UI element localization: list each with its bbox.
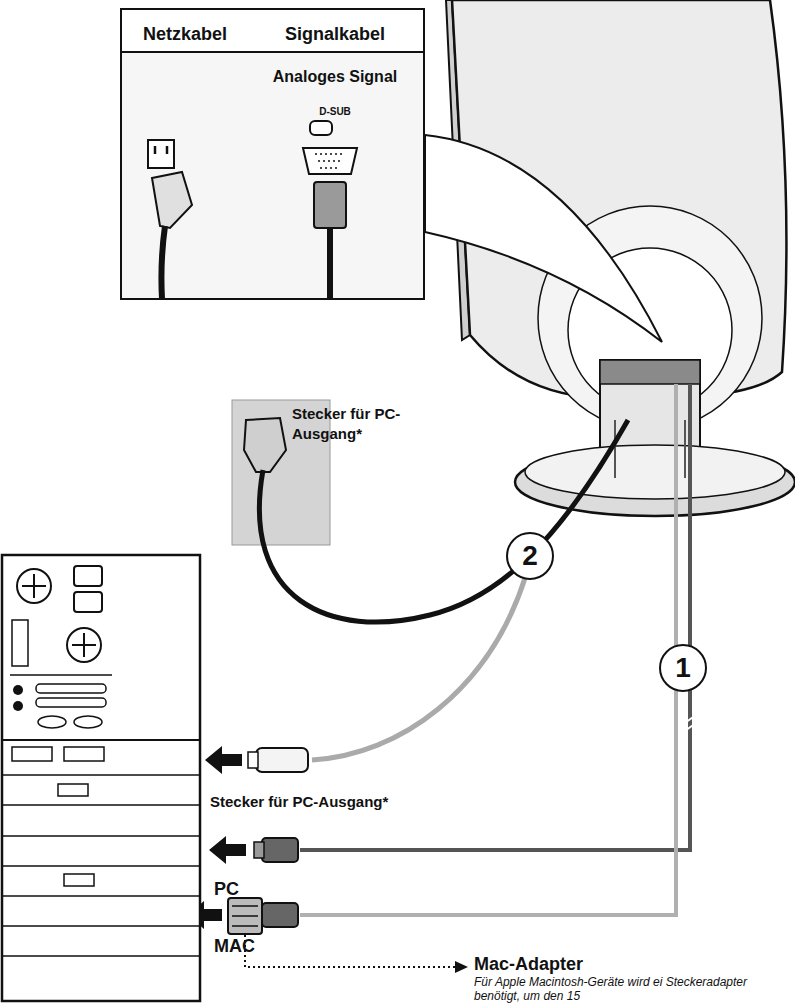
psu-socket bbox=[74, 566, 102, 586]
jack bbox=[13, 701, 23, 711]
signal-cable-mac bbox=[300, 384, 676, 915]
vga-socket bbox=[58, 784, 88, 796]
jack bbox=[13, 685, 23, 695]
cable-clip bbox=[600, 360, 700, 384]
ps2-port bbox=[74, 716, 102, 728]
pc-case bbox=[2, 555, 200, 1001]
psu-socket bbox=[74, 592, 102, 612]
callout-number: 2 bbox=[522, 542, 538, 570]
fan-grill bbox=[72, 633, 96, 657]
fan bbox=[17, 569, 51, 603]
panel-background bbox=[120, 8, 425, 300]
stand-base-top bbox=[525, 445, 785, 499]
pc-tower bbox=[2, 555, 200, 1001]
callout-tail bbox=[425, 135, 662, 342]
adapter-ribs bbox=[232, 906, 258, 926]
cable-break bbox=[258, 598, 278, 614]
panel-line bbox=[10, 674, 112, 676]
power-plug bbox=[152, 172, 192, 228]
insert-arrow bbox=[205, 746, 242, 774]
fan bbox=[67, 628, 101, 662]
signal-type: Analoges Signal bbox=[247, 68, 423, 86]
pc-power-cable bbox=[312, 575, 526, 760]
wall-plug bbox=[244, 418, 286, 472]
vga-plug bbox=[262, 903, 298, 927]
ps2-port bbox=[38, 716, 66, 728]
adapter-label: Mac-Adapter bbox=[474, 953, 674, 976]
panel-body bbox=[121, 53, 424, 299]
port bbox=[12, 620, 28, 666]
serial-port bbox=[64, 747, 104, 761]
slot bbox=[36, 698, 106, 707]
callout-circle: 2 bbox=[506, 532, 554, 580]
monitor bbox=[446, 0, 795, 516]
panel-divider bbox=[121, 51, 424, 53]
cable-break bbox=[682, 715, 696, 733]
pc-power-plug bbox=[256, 748, 308, 772]
signal-cable-stub bbox=[327, 228, 333, 299]
d-sub-icon bbox=[310, 121, 332, 135]
slot bbox=[36, 684, 106, 693]
vga-pins bbox=[315, 154, 345, 168]
callout-number: 1 bbox=[675, 654, 691, 682]
plug-label: Stecker für PC-Ausgang* bbox=[210, 792, 470, 812]
power-socket bbox=[148, 140, 174, 168]
adapter-note: Für Apple Macintosh-Geräte wird ei Steck… bbox=[474, 975, 790, 1003]
port-label: MAC bbox=[214, 935, 274, 958]
mac-adapter bbox=[228, 898, 262, 934]
plug-label: Stecker für PC- Ausgang* bbox=[292, 404, 427, 443]
vga-plug bbox=[262, 838, 298, 862]
power-cable bbox=[259, 420, 628, 622]
callout-circle: 1 bbox=[659, 644, 707, 692]
plug-tip bbox=[248, 752, 258, 768]
panel-heading: Netzkabel bbox=[126, 24, 244, 45]
vga-plug-tip bbox=[254, 842, 264, 858]
vga-socket bbox=[64, 874, 94, 886]
vga-port bbox=[303, 148, 357, 174]
socket-slots bbox=[155, 146, 167, 154]
serial-port bbox=[12, 747, 52, 761]
port-name: D-SUB bbox=[247, 106, 423, 118]
signal-cable bbox=[300, 384, 690, 850]
power-cable bbox=[161, 226, 165, 299]
fan-grill bbox=[22, 574, 46, 598]
leader-line bbox=[245, 935, 455, 967]
expansion-slots bbox=[2, 775, 200, 956]
vga-plug bbox=[314, 182, 346, 228]
connector-panel: NetzkabelSignalkabelAnaloges SignalD-SUB bbox=[120, 8, 425, 300]
panel-line bbox=[2, 739, 200, 741]
port-label: PC bbox=[214, 878, 274, 901]
panel-heading: Signalkabel bbox=[247, 24, 423, 45]
insert-arrow bbox=[209, 836, 246, 864]
leader-head bbox=[455, 961, 468, 973]
